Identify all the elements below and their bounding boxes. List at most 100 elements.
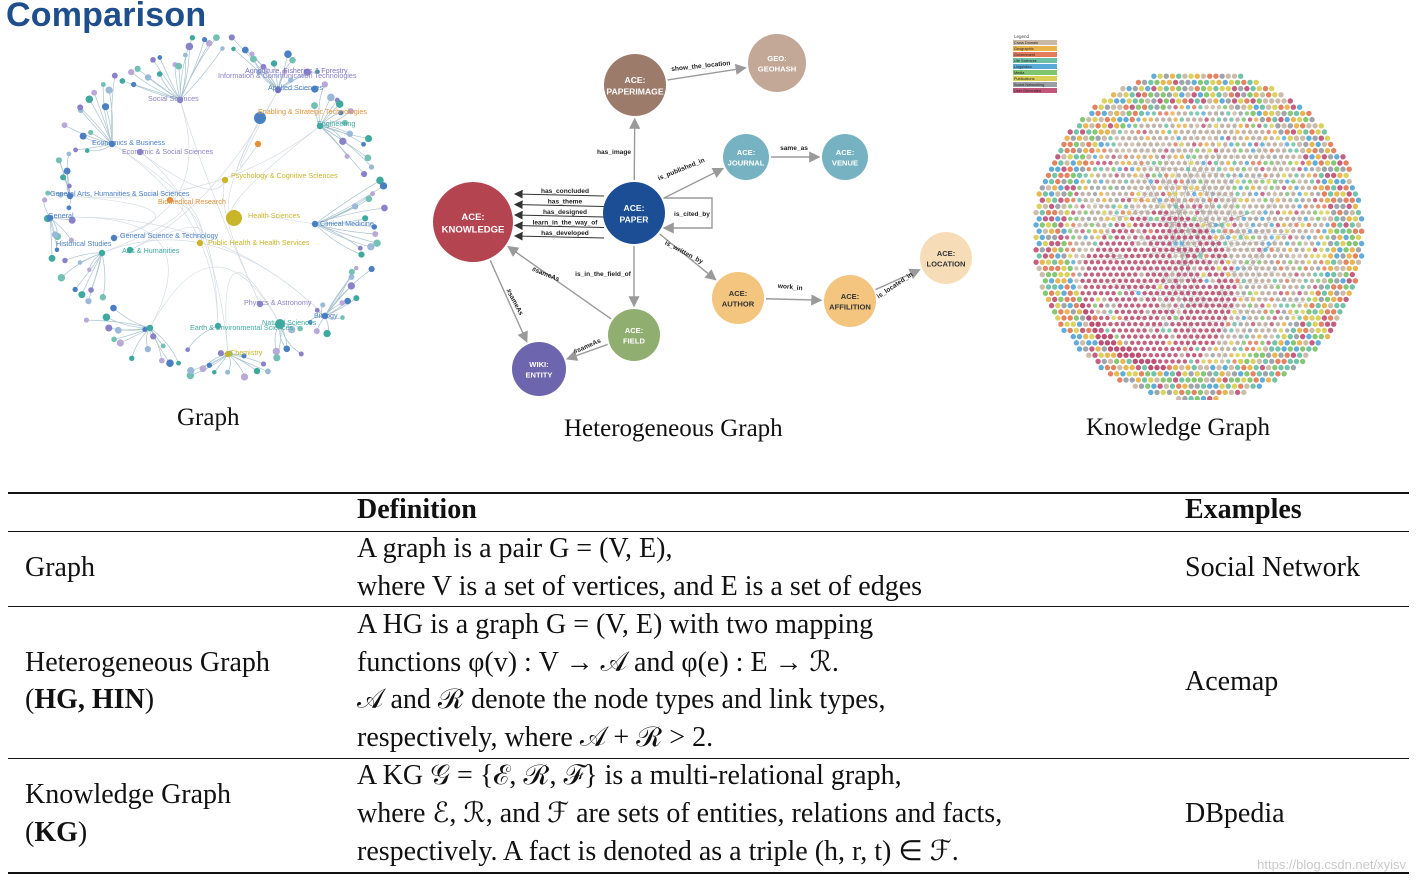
hg-edge: [565, 343, 608, 361]
hg-node-type: GEO:: [767, 54, 786, 63]
graph-node-label: Psychology & Cognitive Sciences: [231, 171, 338, 180]
hg-node-type: ACE:: [841, 292, 860, 301]
graph-node-label: Chemistry: [230, 348, 263, 357]
header-definition: Definition: [357, 494, 477, 525]
graph-labels: Agriculture, Fisheries & ForestryInforma…: [48, 66, 374, 357]
row-hg-definition-line-4: respectively, where 𝒜 + ℛ > 2.: [357, 722, 714, 753]
graph-hub-node: [66, 192, 74, 200]
graph-hub-node: [126, 246, 134, 254]
hg-edge-label: has_image: [597, 149, 631, 156]
hg-node-type: WIKI:: [529, 360, 548, 369]
hg-node-wiki: WIKI:ENTITY: [512, 342, 566, 396]
hg-edge: [662, 197, 713, 234]
kg-legend-item: User Generated: [1014, 89, 1041, 93]
hg-node-type: ACE:: [737, 148, 756, 157]
graph-node-label: General Science & Technology: [120, 231, 219, 240]
graph-hub-node: [46, 214, 54, 222]
graph-node-label: Historical Studies: [56, 239, 112, 248]
kg-legend-title: Legend: [1014, 34, 1030, 39]
row-kg-definition-line-3: respectively. A fact is denoted as a tri…: [357, 836, 959, 867]
row-kg-definition-line-1: A KG 𝒢 = {ℰ, ℛ, ℱ} is a multi-relational…: [357, 760, 902, 791]
graph-hub-node: [224, 350, 232, 358]
kg-legend-swatch: [1013, 70, 1057, 75]
header-examples: Examples: [1185, 494, 1302, 525]
graph-hub-node: [321, 312, 329, 320]
hg-edge-label: learn_in_the_way_of: [533, 220, 599, 227]
hg-node-author: ACE:AUTHOR: [712, 272, 764, 324]
kg-legend-item: Cross Domain: [1014, 41, 1038, 45]
kg-legend-item: Life Sciences: [1014, 59, 1037, 63]
graph-hub-node: [275, 319, 285, 329]
graph-node-label: Economic & Social Sciences: [122, 147, 213, 156]
row-hg-term: Heterogeneous Graph: [25, 647, 270, 678]
hg-node-name: LOCATION: [926, 260, 965, 269]
table-header-rule: [8, 531, 1409, 532]
kg-legend-item: Government: [1014, 53, 1036, 57]
row-kg-abbr-text: KG: [34, 817, 78, 848]
hg-edge: [507, 245, 612, 320]
hg-edge-label: is_cited_by: [674, 211, 710, 218]
hg-node-name: GEOHASH: [758, 65, 796, 74]
hg-node-geohash: GEO: GEOHASH: [748, 34, 806, 92]
graph-edges: [43, 37, 385, 378]
hg-node-type: ACE:: [461, 212, 484, 223]
hg-edge-label: is_published_in: [657, 157, 706, 182]
hg-node-name: AFFILITION: [829, 303, 871, 312]
graph-node-label: Physics & Astronomy: [244, 298, 312, 307]
hg-edge: [513, 200, 605, 210]
hetero-graph-caption: Heterogeneous Graph: [564, 415, 783, 442]
hg-node-type: ACE:: [836, 148, 855, 157]
hg-node-paperimage: ACE:PAPERIMAGE: [604, 54, 666, 116]
hg-edge-label: has_developed: [541, 230, 589, 237]
hg-node-type: ACE:: [937, 249, 956, 258]
hg-edge: [875, 268, 921, 291]
hg-edge: [667, 63, 747, 81]
graph-hub-node: [254, 140, 262, 148]
hg-node-field: ACE:FIELD: [608, 309, 660, 361]
kg-nodes: [1033, 73, 1365, 402]
slide-title: Comparison: [6, 0, 207, 34]
graph-hub-node: [254, 112, 266, 124]
hg-edge-label: has_theme: [548, 199, 583, 206]
hg-node-journal: ACE:JOURNAL: [723, 134, 769, 180]
hg-edge-label: is_in_the_field_of: [575, 271, 632, 278]
watermark: https://blog.csdn.net/xyisv: [1257, 857, 1406, 872]
kg-caption: Knowledge Graph: [1086, 414, 1270, 441]
graph-hub-node: [316, 122, 324, 130]
hg-edge: [513, 231, 605, 241]
hg-edge: [513, 210, 605, 220]
kg-legend-swatch: [1013, 64, 1057, 69]
row-kg-example: DBpedia: [1185, 798, 1285, 829]
kg-legend-item: Publications: [1014, 77, 1035, 81]
row-hg-abbr: (HG, HIN): [25, 684, 155, 715]
graph-nodes: [42, 34, 388, 381]
graph-node-label: Social Sciences: [148, 94, 199, 103]
hg-edge-label: work_in: [776, 283, 803, 293]
kg-legend-swatch: [1013, 76, 1057, 81]
graph-node-label: Agriculture, Fisheries & Forestry: [245, 66, 348, 75]
kg-legend-swatch: [1013, 58, 1057, 63]
graph-node-label: General Arts, Humanities & Social Scienc…: [50, 189, 190, 198]
hg-node-name: KNOWLEDGE: [442, 225, 505, 236]
graph-node-label: Natural Sciences: [262, 318, 317, 327]
hg-edge: [513, 221, 605, 231]
row-hg-example: Acemap: [1185, 666, 1279, 697]
graph-hub-node: [146, 324, 154, 332]
hg-node-type: ACE:: [624, 75, 645, 85]
row-kg-term: Knowledge Graph: [25, 779, 232, 810]
hg-edge: [513, 189, 605, 199]
hg-edge: [663, 168, 724, 199]
graph-hub-node: [274, 86, 282, 94]
hg-edge-label: same_as: [780, 145, 808, 152]
graph-node-label: Clinical Medicine: [320, 219, 374, 228]
kg-legend-swatch: [1013, 52, 1057, 57]
graph-node-label: Enabling & Strategic Technologies: [258, 107, 367, 116]
row-hg-definition-line-1: A HG is a graph G = (V, E) with two mapp…: [357, 609, 874, 640]
graph-node-label: Applied Sciences: [268, 83, 324, 92]
row-hg-abbr-text: HG, HIN: [34, 684, 145, 715]
graph-node-label: Biomedical Research: [158, 197, 226, 206]
hg-edge: [659, 233, 717, 281]
hg-node-type: ACE:: [623, 203, 644, 213]
